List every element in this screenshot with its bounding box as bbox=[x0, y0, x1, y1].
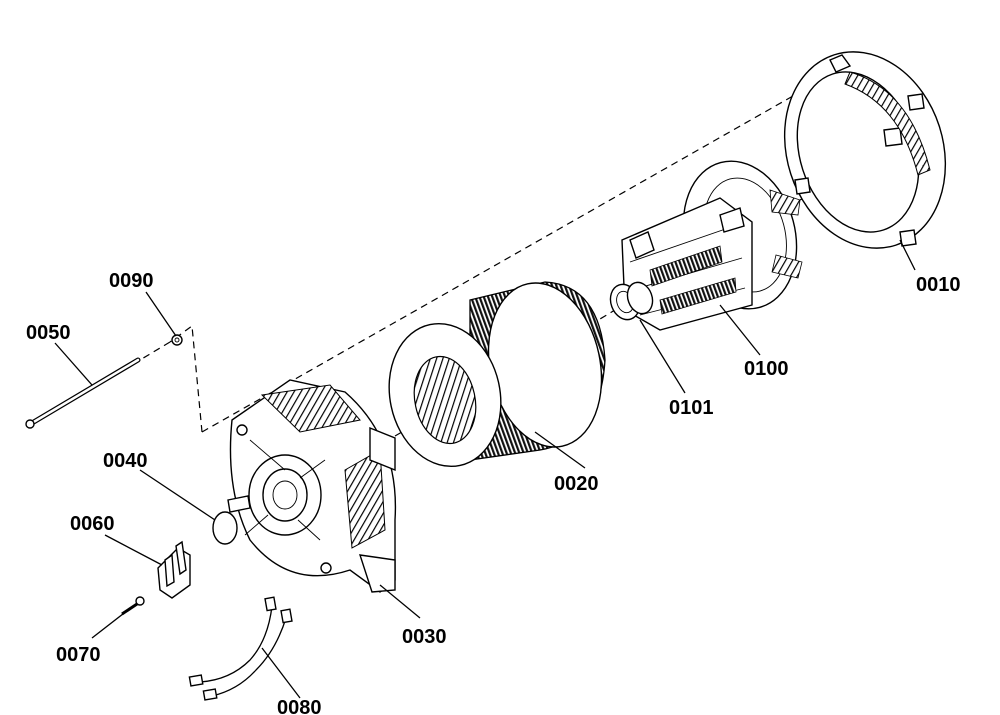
end-shield-ring-part bbox=[783, 51, 947, 249]
label-0070: 0070 bbox=[56, 644, 101, 666]
o-ring-part bbox=[212, 511, 238, 545]
stator-part bbox=[388, 281, 606, 468]
tie-rod-part bbox=[25, 357, 141, 429]
label-0010: 0010 bbox=[916, 274, 961, 296]
label-0101: 0101 bbox=[669, 397, 714, 419]
label-0020: 0020 bbox=[554, 473, 599, 495]
shaft-bearing-part bbox=[609, 281, 654, 321]
nut-part bbox=[171, 334, 183, 346]
front-end-shield-part bbox=[227, 379, 397, 593]
leader-lines bbox=[54, 239, 916, 699]
label-0080: 0080 bbox=[277, 697, 322, 715]
wiring-harness-part bbox=[188, 596, 293, 701]
terminal-block-part bbox=[157, 540, 191, 599]
label-0040: 0040 bbox=[103, 450, 148, 472]
label-0030: 0030 bbox=[402, 626, 447, 648]
label-0050: 0050 bbox=[26, 322, 71, 344]
label-0100: 0100 bbox=[744, 358, 789, 380]
label-0060: 0060 bbox=[70, 513, 115, 535]
rotor-core-part bbox=[621, 197, 753, 331]
label-0090: 0090 bbox=[109, 270, 154, 292]
